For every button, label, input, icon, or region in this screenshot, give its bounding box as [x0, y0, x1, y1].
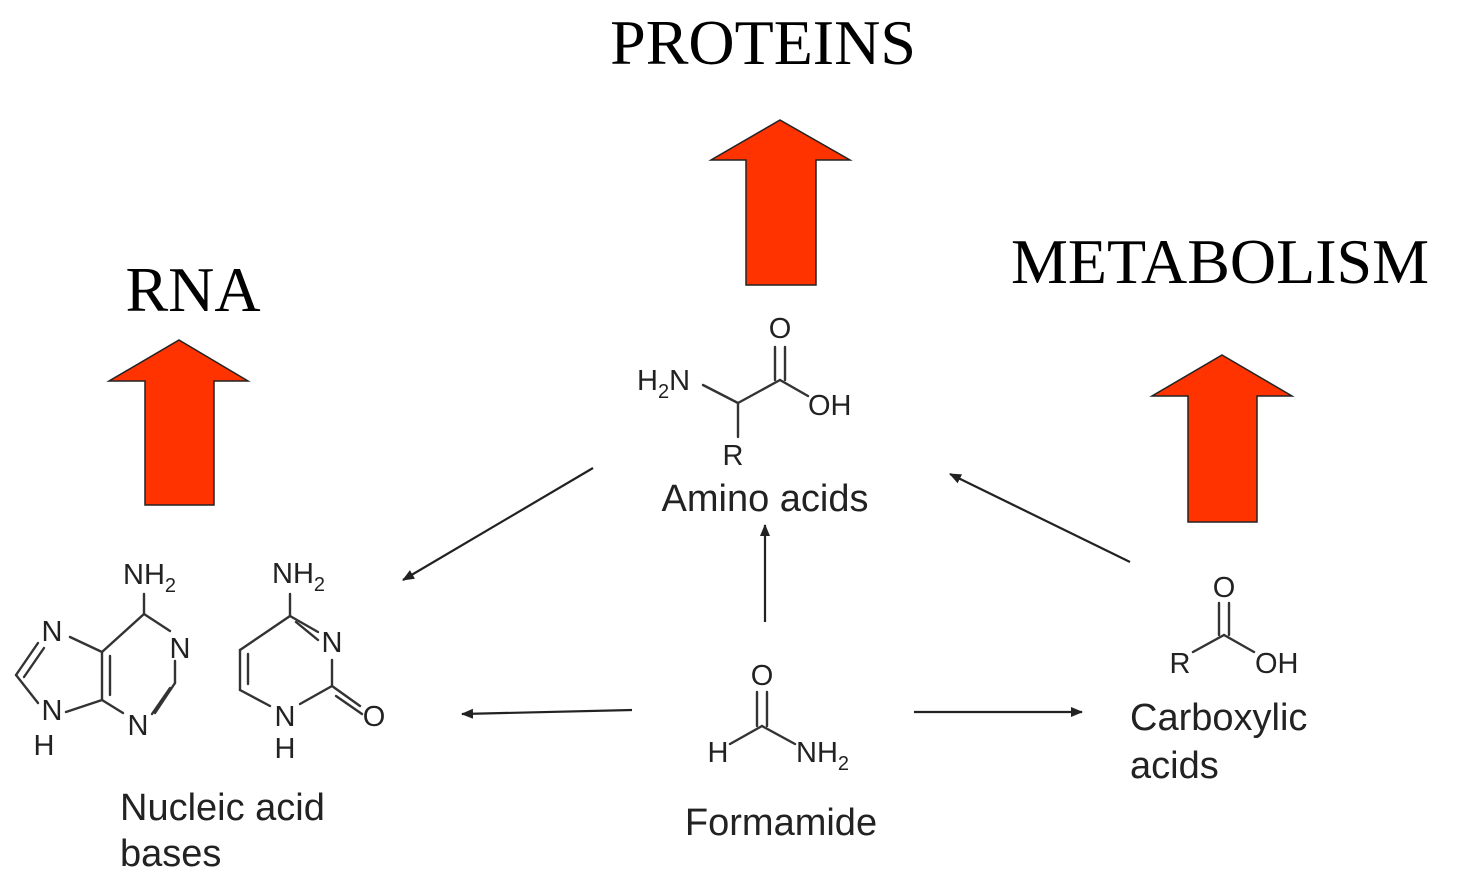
carboxylic-oxygen: O — [1213, 572, 1236, 604]
arrow-amino-acids-to-nucleic-bases — [402, 467, 594, 581]
formamide-hydrogen: H — [708, 737, 729, 769]
cytosine-amine: NH2 — [272, 558, 325, 596]
arrow-formamide-to-nucleic-bases — [461, 708, 633, 719]
amino-acids-caption: Amino acids — [662, 478, 869, 520]
amino-acid-hydroxyl: OH — [808, 390, 852, 422]
adenine-n9: N — [42, 695, 63, 727]
carboxylic-r-group: R — [1170, 648, 1191, 680]
amino-acid-oxygen: O — [769, 313, 792, 345]
adenine-h9: H — [34, 730, 55, 762]
amino-acid-amine: H2N — [637, 365, 690, 403]
adenine-amine: NH2 — [123, 559, 176, 597]
carboxylic-acid-structure: O R OH — [1170, 572, 1299, 680]
adenine-n3: N — [128, 710, 149, 742]
cytosine-structure: NH2 N N H O — [238, 558, 386, 765]
nucleic-acid-bases-caption-line1: Nucleic acid — [120, 787, 325, 829]
cytosine-n1: N — [275, 701, 296, 733]
carboxylic-acids-caption-line1: Carboxylic — [1130, 697, 1307, 739]
formamide-amine: NH2 — [796, 737, 849, 775]
rna-arrow — [106, 339, 251, 506]
amino-acid-r-group: R — [723, 440, 744, 472]
nucleic-acid-bases-caption-line2: bases — [120, 833, 221, 872]
amino-acid-structure: O OH H2N R — [637, 313, 852, 472]
formamide-oxygen: O — [751, 660, 774, 692]
cytosine-h1: H — [275, 733, 296, 765]
carboxylic-hydroxyl: OH — [1255, 648, 1299, 680]
proteins-label: PROTEINS — [610, 7, 916, 78]
carboxylic-acids-caption-line2: acids — [1130, 745, 1219, 787]
cytosine-oxygen: O — [363, 701, 386, 733]
rna-label: RNA — [125, 254, 260, 325]
metabolism-label: METABOLISM — [1011, 226, 1429, 297]
proteins-arrow — [708, 119, 853, 286]
adenine-n1: N — [170, 633, 191, 665]
adenine-structure: NH2 N N N N H — [14, 559, 191, 762]
cytosine-n3: N — [322, 627, 343, 659]
arrow-carboxylic-to-amino-acids — [949, 473, 1131, 563]
metabolism-arrow — [1149, 354, 1295, 523]
adenine-n7: N — [42, 616, 63, 648]
formamide-caption: Formamide — [685, 802, 877, 844]
formamide-structure: O H NH2 — [708, 660, 849, 775]
